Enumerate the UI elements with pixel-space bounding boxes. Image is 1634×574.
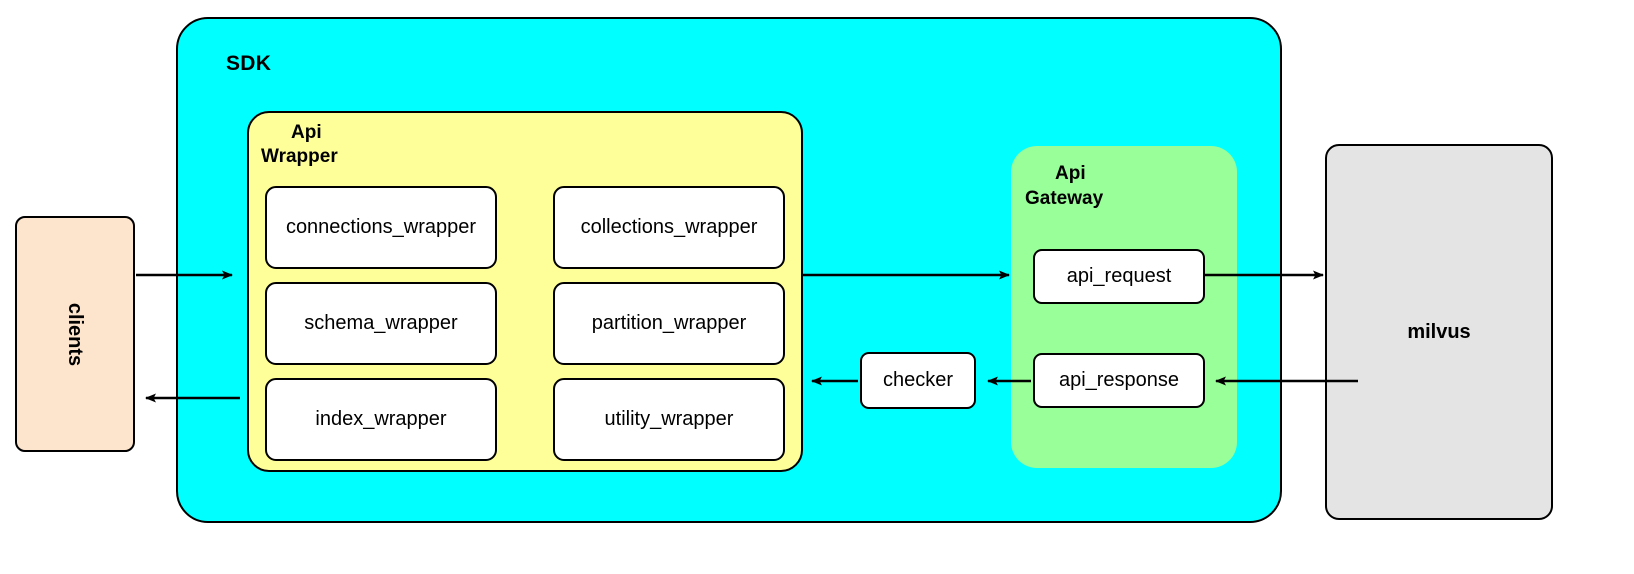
clients-node[interactable]: clients [15,216,135,452]
milvus-label: milvus [1407,320,1471,343]
node-checker-label: checker [882,369,954,391]
node-api-response-label: api_response [1058,369,1180,391]
node-utility-wrapper-label: utility_wrapper [604,408,734,430]
node-api-request-label: api_request [1066,265,1172,287]
node-checker[interactable]: checker [860,352,976,409]
clients-label: clients [64,302,87,366]
node-connections-wrapper[interactable]: connections_wrapper [265,186,497,269]
api-gateway-label-line2: Gateway [1025,187,1104,209]
api-gateway-label-line1: Api [1055,163,1086,184]
node-api-response[interactable]: api_response [1033,353,1205,408]
api-wrapper-label-line1: Api [291,122,322,143]
node-schema-wrapper-label: schema_wrapper [304,312,458,334]
milvus-node[interactable]: milvus [1325,144,1553,520]
node-index-wrapper-label: index_wrapper [315,408,447,430]
node-partition-wrapper[interactable]: partition_wrapper [553,282,785,365]
node-utility-wrapper[interactable]: utility_wrapper [553,378,785,461]
node-schema-wrapper[interactable]: schema_wrapper [265,282,497,365]
sdk-label: SDK [226,52,272,75]
node-collections-wrapper-label: collections_wrapper [580,216,758,238]
node-api-request[interactable]: api_request [1033,249,1205,304]
node-index-wrapper[interactable]: index_wrapper [265,378,497,461]
node-partition-wrapper-label: partition_wrapper [591,312,747,334]
node-collections-wrapper[interactable]: collections_wrapper [553,186,785,269]
api-wrapper-label-line2: Wrapper [261,146,338,168]
node-connections-wrapper-label: connections_wrapper [285,216,477,238]
